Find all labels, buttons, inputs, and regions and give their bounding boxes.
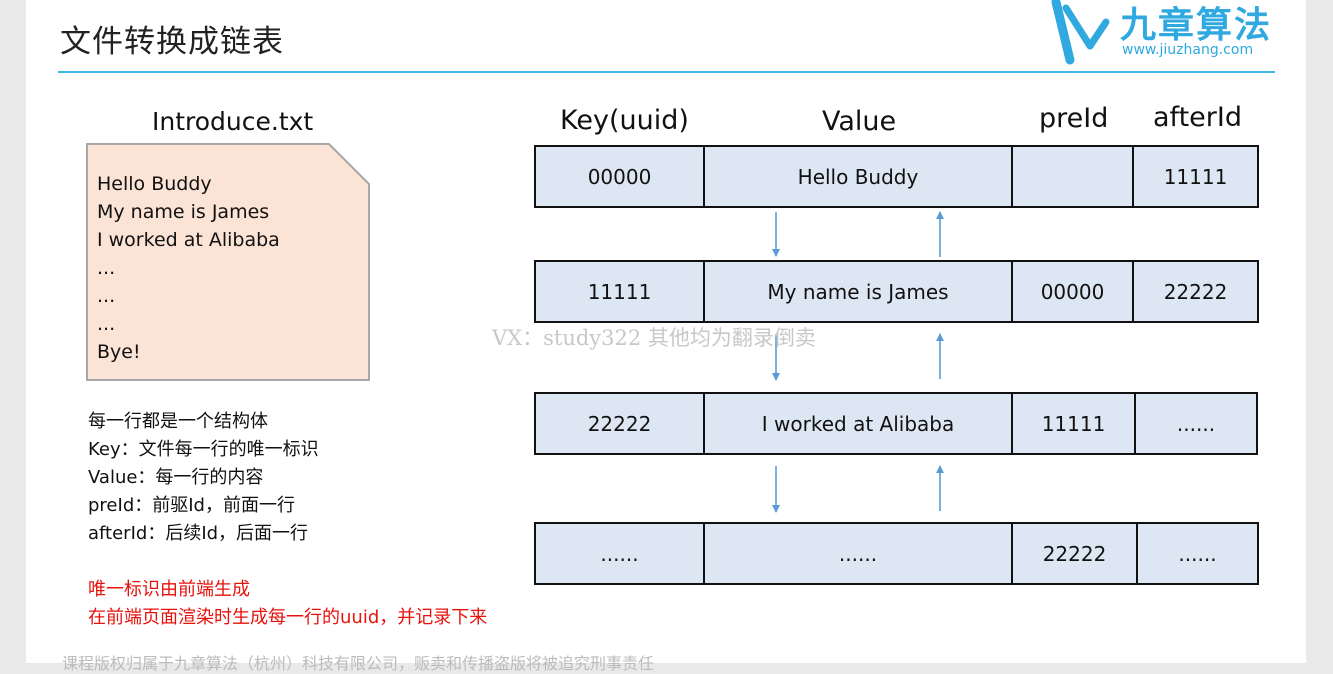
- note-line: afterId：后续Id，后面一行: [88, 523, 309, 544]
- cell-preid: [1011, 145, 1134, 208]
- cell-key: 22222: [534, 392, 705, 455]
- title-divider: [58, 71, 1275, 73]
- cell-preid: 00000: [1011, 260, 1134, 323]
- cell-preid: 11111: [1011, 392, 1136, 455]
- red-note-line: 在前端页面渲染时生成每一行的uuid，并记录下来: [88, 607, 488, 628]
- cell-afterid: 22222: [1132, 260, 1259, 323]
- logo-name: 九章算法: [1120, 5, 1273, 46]
- cell-value: My name is James: [703, 260, 1013, 323]
- cell-afterid: ......: [1134, 392, 1258, 455]
- note-line: Key：文件每一行的唯一标识: [88, 439, 319, 460]
- column-header-value: Value: [822, 106, 897, 137]
- file-line: I worked at Alibaba: [97, 229, 280, 251]
- cell-value: Hello Buddy: [703, 145, 1013, 208]
- column-header-key: Key(uuid): [560, 105, 689, 136]
- copyright-footer: 课程版权归属于九章算法（杭州）科技有限公司，贩卖和传播盗版将被追究刑事责任: [62, 654, 655, 673]
- file-line: ...: [97, 285, 116, 307]
- page-title: 文件转换成链表: [60, 24, 284, 60]
- cell-key: 00000: [534, 145, 705, 208]
- red-note-line: 唯一标识由前端生成: [88, 579, 250, 600]
- file-line: Hello Buddy: [97, 173, 212, 195]
- jiuzhang-logo: 九章算法 www.jiuzhang.com: [1048, 0, 1278, 68]
- file-line: My name is James: [97, 201, 270, 223]
- file-name: Introduce.txt: [152, 107, 314, 136]
- column-header-afterid: afterId: [1153, 102, 1242, 133]
- cell-value: I worked at Alibaba: [703, 392, 1013, 455]
- file-line: ...: [97, 257, 116, 279]
- logo-mark-icon: [1051, 0, 1110, 65]
- file-line: ...: [97, 313, 116, 335]
- note-line: preId：前驱Id，前面一行: [88, 495, 295, 516]
- uuid-notes: 唯一标识由前端生成 在前端页面渲染时生成每一行的uuid，并记录下来: [88, 576, 487, 632]
- column-header-preid: preId: [1039, 103, 1109, 134]
- cell-afterid: ......: [1136, 522, 1259, 585]
- watermark: VX：study322 其他均为翻录倒卖: [492, 326, 816, 350]
- cell-preid: 22222: [1011, 522, 1138, 585]
- cell-key: 11111: [534, 260, 705, 323]
- cell-afterid: 11111: [1132, 145, 1259, 208]
- file-line: Bye!: [97, 341, 141, 363]
- text-file-icon: [86, 143, 370, 381]
- note-line: Value：每一行的内容: [88, 467, 264, 488]
- logo-url: www.jiuzhang.com: [1122, 42, 1254, 58]
- cell-value: ......: [703, 522, 1013, 585]
- note-line: 每一行都是一个结构体: [88, 411, 268, 432]
- structure-notes: 每一行都是一个结构体 Key：文件每一行的唯一标识 Value：每一行的内容 p…: [88, 408, 319, 548]
- file-content: Hello Buddy My name is James I worked at…: [97, 170, 280, 366]
